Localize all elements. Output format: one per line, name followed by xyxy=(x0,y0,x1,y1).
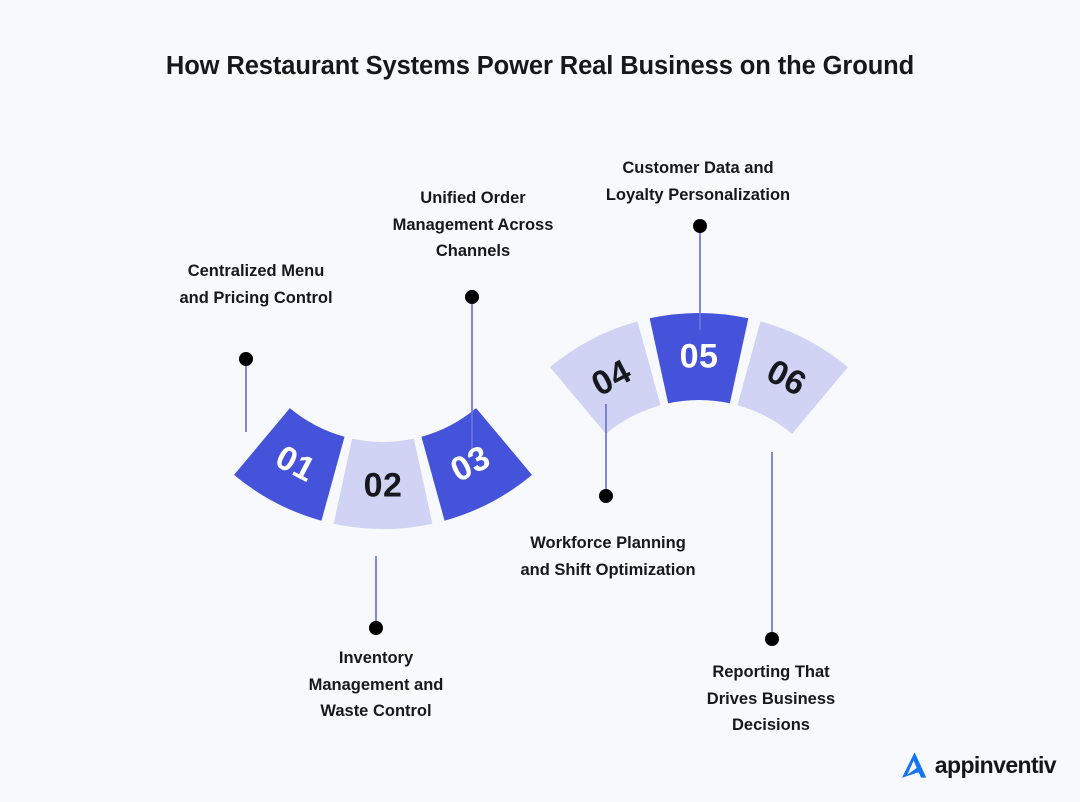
ribbon-segment-03[interactable] xyxy=(421,408,532,521)
connector-dot-02 xyxy=(369,621,383,635)
appinventiv-a-mark-icon xyxy=(901,752,926,778)
callout-line: Drives Business xyxy=(706,689,836,708)
callout-line: Reporting That xyxy=(712,663,830,681)
connector-dot-03 xyxy=(465,290,479,304)
callout-line: Inventory xyxy=(338,649,414,667)
callout-line: Waste Control xyxy=(320,702,432,721)
ribbon-segment-05[interactable] xyxy=(649,313,749,404)
callout-line: Centralized Menu xyxy=(187,262,325,280)
callout-line: Workforce Planning xyxy=(530,534,686,552)
connector-dot-05 xyxy=(693,219,707,233)
callout-line: Decisions xyxy=(732,716,810,735)
callout-line: Management and xyxy=(308,675,444,694)
segment-number-02: 02 xyxy=(364,467,403,505)
connector-dot-01 xyxy=(239,352,253,366)
callout-line: and Shift Optimization xyxy=(520,560,696,579)
callout-label-04: Workforce Planning and Shift Optimizatio… xyxy=(500,530,716,583)
callout-line: Channels xyxy=(435,242,511,261)
segment-number-05: 05 xyxy=(680,338,719,376)
ribbon-segment-01[interactable] xyxy=(234,408,345,521)
connector-dot-04 xyxy=(599,489,613,503)
ribbon-segment-02[interactable] xyxy=(333,438,433,529)
callout-line: and Pricing Control xyxy=(179,288,333,307)
callout-line: Loyalty Personalization xyxy=(605,185,791,204)
callout-line: Unified Order xyxy=(420,189,526,207)
callout-line: Customer Data and xyxy=(622,159,774,177)
callout-label-02: Inventory Management and Waste Control xyxy=(276,645,476,725)
callout-label-05: Customer Data and Loyalty Personalizatio… xyxy=(590,155,806,208)
page-title: How Restaurant Systems Power Real Busine… xyxy=(165,52,915,80)
ribbon-segment-06[interactable] xyxy=(737,321,848,434)
callout-label-03: Unified Order Management Across Channels xyxy=(367,185,579,265)
callout-label-01: Centralized Menu and Pricing Control xyxy=(150,258,362,311)
callout-line: Management Across xyxy=(392,215,554,234)
connector-dot-06 xyxy=(765,632,779,646)
brand-logo: appinventiv xyxy=(897,748,1057,782)
ribbon-segment-04[interactable] xyxy=(550,321,661,434)
callout-label-06: Reporting That Drives Business Decisions xyxy=(672,659,870,739)
logo-wordmark: appinventiv xyxy=(934,751,1057,778)
